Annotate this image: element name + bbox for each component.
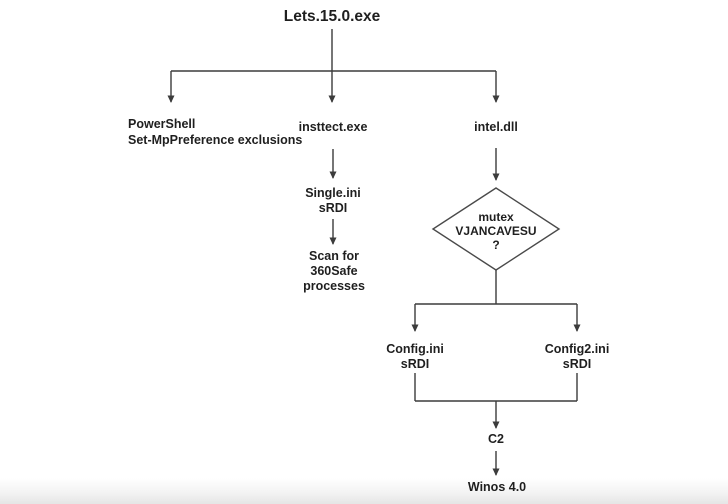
decision-mutex-line2: VJANCAVESU	[455, 224, 537, 238]
node-intel-dll: intel.dll	[474, 120, 518, 134]
node-insttect-exe: insttect.exe	[298, 120, 368, 134]
node-scan-line3: processes	[303, 279, 365, 293]
node-powershell-exclusions: PowerShell Set-MpPreference exclusions	[128, 116, 302, 148]
node-scan-360safe: Scan for 360Safe processes	[303, 249, 365, 294]
node-powershell-line1: PowerShell	[128, 117, 196, 131]
node-scan-line1: Scan for	[308, 249, 360, 263]
node-powershell-line2: Set-MpPreference exclusions	[128, 133, 303, 147]
node-config2-ini-line2: sRDI	[562, 357, 592, 371]
node-winos-40: Winos 4.0	[467, 480, 527, 494]
node-config-ini-line2: sRDI	[400, 357, 430, 371]
node-config-ini-srdi: Config.ini sRDI	[386, 342, 444, 372]
node-single-ini-line1: Single.ini	[305, 186, 361, 200]
node-single-ini-line2: sRDI	[318, 201, 348, 215]
node-config-ini-line1: Config.ini	[386, 342, 444, 356]
node-config2-ini-srdi: Config2.ini sRDI	[545, 342, 610, 372]
node-root-exe: Lets.15.0.exe	[283, 8, 381, 25]
node-single-ini-srdi: Single.ini sRDI	[305, 186, 361, 216]
decision-mutex-line1: mutex	[478, 210, 514, 224]
node-config2-ini-line1: Config2.ini	[544, 342, 610, 356]
node-c2: C2	[488, 432, 504, 446]
node-scan-line2: 360Safe	[310, 264, 358, 278]
decision-mutex-line3: ?	[492, 238, 500, 252]
decision-mutex-vjancavesu: mutex VJANCAVESU ?	[455, 210, 536, 252]
